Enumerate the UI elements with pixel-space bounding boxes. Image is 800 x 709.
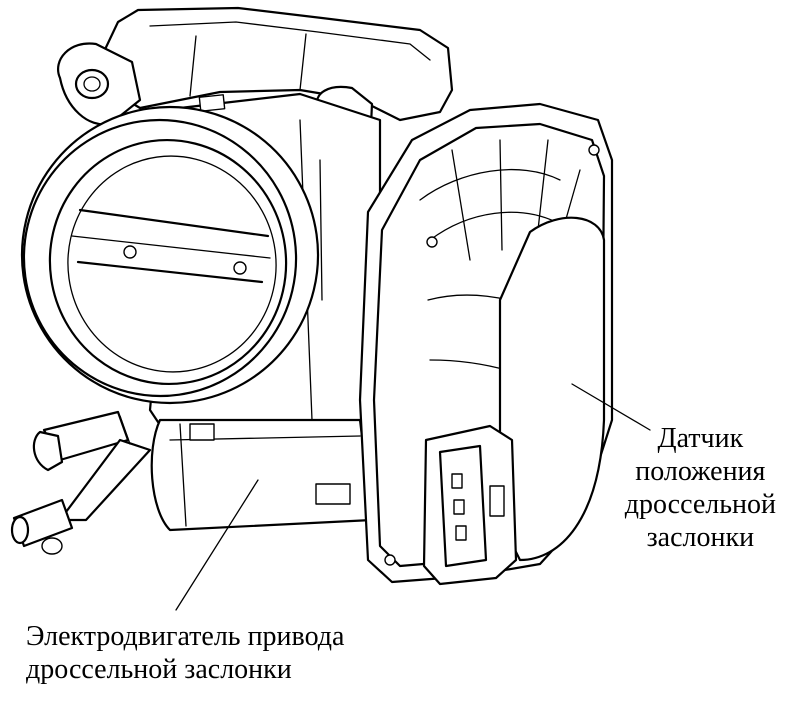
- sensor-connector: [422, 424, 518, 586]
- sensor-label-line2: положения: [635, 456, 766, 487]
- sensor-label-line3: дроссельной: [624, 489, 776, 520]
- sensor-leader-line: [571, 383, 651, 431]
- motor-label: Электродвигатель привода дроссельной зас…: [26, 620, 344, 686]
- motor-leader-line: [175, 479, 259, 611]
- electric-motor: [150, 418, 374, 532]
- sensor-label-line4: заслонки: [646, 522, 755, 553]
- coolant-pipe: [10, 410, 152, 555]
- motor-label-line2: дроссельной заслонки: [26, 654, 292, 685]
- sensor-label-line1: Датчик: [657, 423, 744, 454]
- motor-label-line1: Электродвигатель привода: [26, 621, 345, 652]
- left-mounting-ear: [57, 42, 142, 126]
- throttle-bore: [20, 105, 320, 405]
- sensor-label: Датчик положения дроссельной заслонки: [625, 422, 776, 554]
